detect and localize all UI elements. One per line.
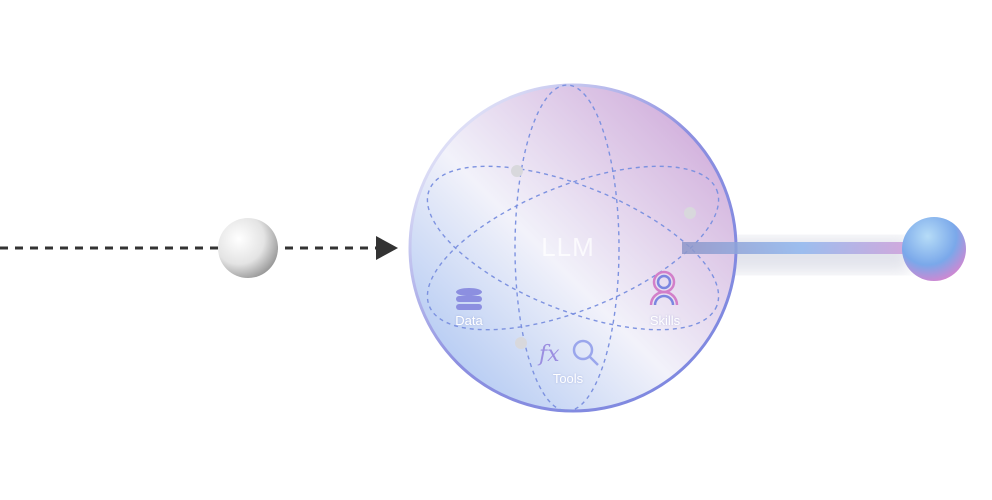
input-sphere (218, 218, 278, 278)
orbit-dot (684, 207, 696, 219)
orbit-dot (511, 165, 523, 177)
database-icon (456, 288, 482, 310)
orbit-dot (515, 337, 527, 349)
output-bar[interactable] (682, 242, 922, 254)
orbit-lines (426, 84, 720, 412)
output-sphere (902, 217, 966, 281)
llm-label: LLM (541, 232, 595, 262)
data-label: Data (455, 313, 483, 328)
person-icon (649, 270, 679, 306)
svg-text:fx: fx (537, 342, 560, 367)
skills-label: Skills (649, 313, 681, 328)
tools-label: Tools (552, 371, 584, 386)
arrow-head-icon (376, 236, 398, 260)
function-search-icon: fx (537, 339, 599, 367)
